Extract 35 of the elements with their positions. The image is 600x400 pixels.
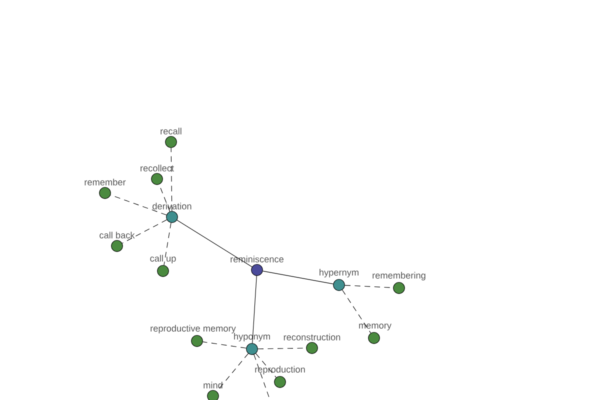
node-label: hypernym [320, 268, 358, 278]
dashed-line [344, 285, 394, 288]
word-node: memory [359, 324, 392, 344]
node-label: derivation [152, 202, 192, 210]
dashed-line [164, 222, 172, 266]
connector-line [252, 276, 257, 344]
dashed-line [202, 342, 246, 348]
node-label: reproductive memory [150, 324, 236, 334]
relation-node: hypernym [320, 268, 358, 291]
dashed-line [110, 194, 167, 216]
node-label: reconstruction [284, 334, 340, 340]
dashed-line [258, 348, 306, 350]
node-label: recall [160, 128, 182, 134]
word-node: remembering [372, 272, 426, 294]
word-node: remember [84, 178, 126, 199]
node-label: remember [84, 178, 126, 186]
dashed-line [254, 354, 270, 400]
dashed-line [342, 290, 372, 334]
node-label: remembering [372, 272, 426, 280]
word-node: call back [100, 232, 135, 252]
node-label: memory [359, 324, 392, 330]
connector-line [176, 220, 252, 268]
word-node: recall [160, 128, 182, 148]
word-node: reconstruction [284, 334, 340, 354]
relation-node: derivation [152, 202, 192, 223]
connector-line [262, 270, 334, 284]
dashed-line [122, 219, 168, 244]
word-node: call up [150, 254, 176, 277]
word-node: mind [204, 382, 222, 400]
dashed-line [216, 353, 249, 392]
node-label: call back [100, 232, 135, 238]
dashed-line [158, 184, 170, 212]
dashed-line [170, 148, 172, 212]
node-label: call up [150, 254, 176, 264]
node-label: mind [204, 382, 222, 388]
